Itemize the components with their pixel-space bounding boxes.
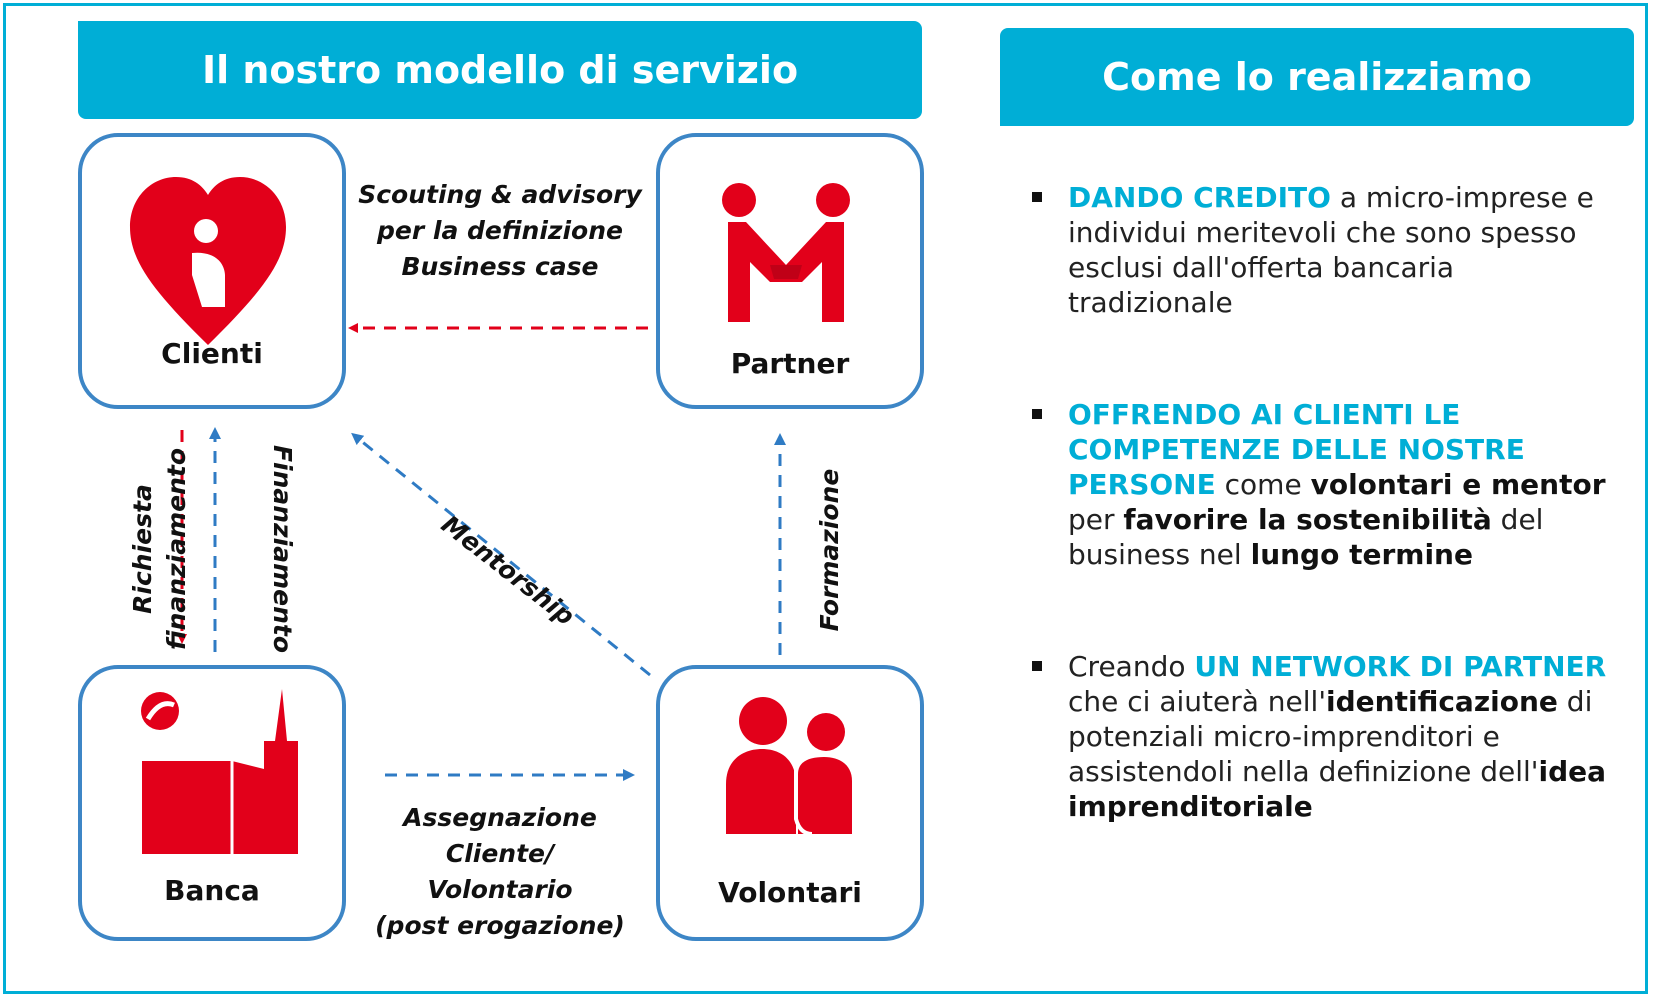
bullet-item: OFFRENDO AI CLIENTI LE COMPETENZE DELLE …	[1030, 397, 1620, 572]
edge-label-finanziamento: Finanziamento	[268, 444, 297, 654]
edge-label-formazione: Formazione	[815, 468, 844, 632]
bullet-square-icon	[1032, 409, 1042, 419]
bullet-text-part: di potenziali micro-imprenditori e assis…	[1068, 685, 1593, 788]
edge-label-richiesta: Richiesta finanziamento	[126, 419, 194, 679]
node-volontari: Volontari	[656, 665, 924, 941]
assegnazione-line-2: Volontario	[427, 875, 573, 904]
bullet-text-part: volontari e mentor	[1310, 468, 1606, 501]
assegnazione-line-1: Assegnazione Cliente/	[403, 803, 597, 868]
bullet-text-part: Creando	[1068, 650, 1195, 683]
scouting-line-1: Scouting & advisory	[358, 180, 642, 209]
service-model-banner: Il nostro modello di servizio	[78, 21, 922, 119]
bullet-text-part: identificazione	[1326, 685, 1558, 718]
edge-label-assegnazione: Assegnazione Cliente/ Volontario (post e…	[345, 800, 655, 944]
arrow-mentorship	[351, 432, 651, 677]
bullet-text-part: per	[1068, 503, 1124, 536]
bullet-item: DANDO CREDITO a micro-imprese e individu…	[1030, 180, 1620, 320]
scouting-line-2: per la definizione	[377, 216, 623, 245]
node-label-banca: Banca	[164, 874, 260, 907]
edge-label-scouting: Scouting & advisory per la definizione B…	[350, 177, 650, 285]
bullet-square-icon	[1032, 661, 1042, 671]
bullet-text-part: come	[1215, 468, 1311, 501]
node-label-partner: Partner	[730, 347, 850, 380]
node-clienti: Clienti	[78, 133, 346, 409]
node-banca: Banca	[78, 665, 346, 941]
heart-person-icon	[130, 177, 286, 345]
bullet-text-part: che ci aiuterà nell'	[1068, 685, 1327, 718]
bullet-text-part: UN NETWORK DI PARTNER	[1194, 650, 1607, 683]
bullet-text-part: lungo termine	[1250, 538, 1473, 571]
richiesta-line-2: finanziamento	[162, 447, 191, 651]
how-we-do-it-title: Come lo realizziamo	[1102, 55, 1532, 99]
how-we-do-it-banner: Come lo realizziamo	[1000, 28, 1634, 126]
assegnazione-line-3: (post erogazione)	[375, 911, 625, 940]
bank-building-icon	[141, 689, 298, 854]
bullet-square-icon	[1032, 192, 1042, 202]
handshake-icon	[722, 183, 850, 322]
bullet-text-part: favorire la sostenibilità	[1123, 503, 1492, 536]
bullet-text-part: del business nel	[1068, 503, 1544, 571]
scouting-line-3: Business case	[401, 252, 599, 281]
bullet-text-part: idea imprenditoriale	[1068, 755, 1607, 823]
volunteers-icon	[726, 697, 852, 836]
node-label-clienti: Clienti	[161, 337, 263, 370]
richiesta-line-1: Richiesta	[128, 484, 157, 614]
node-partner: Partner	[656, 133, 924, 409]
service-model-title: Il nostro modello di servizio	[201, 48, 799, 92]
bullet-text-part: a micro-imprese e individui meritevoli c…	[1068, 181, 1594, 319]
bullet-text-part: DANDO CREDITO	[1068, 181, 1331, 214]
bullet-list: DANDO CREDITO a micro-imprese e individu…	[1030, 180, 1620, 901]
node-label-volontari: Volontari	[718, 876, 862, 909]
bullet-item: Creando UN NETWORK DI PARTNER che ci aiu…	[1030, 649, 1620, 824]
bullet-text-part: OFFRENDO AI CLIENTI LE COMPETENZE DELLE …	[1068, 398, 1525, 501]
